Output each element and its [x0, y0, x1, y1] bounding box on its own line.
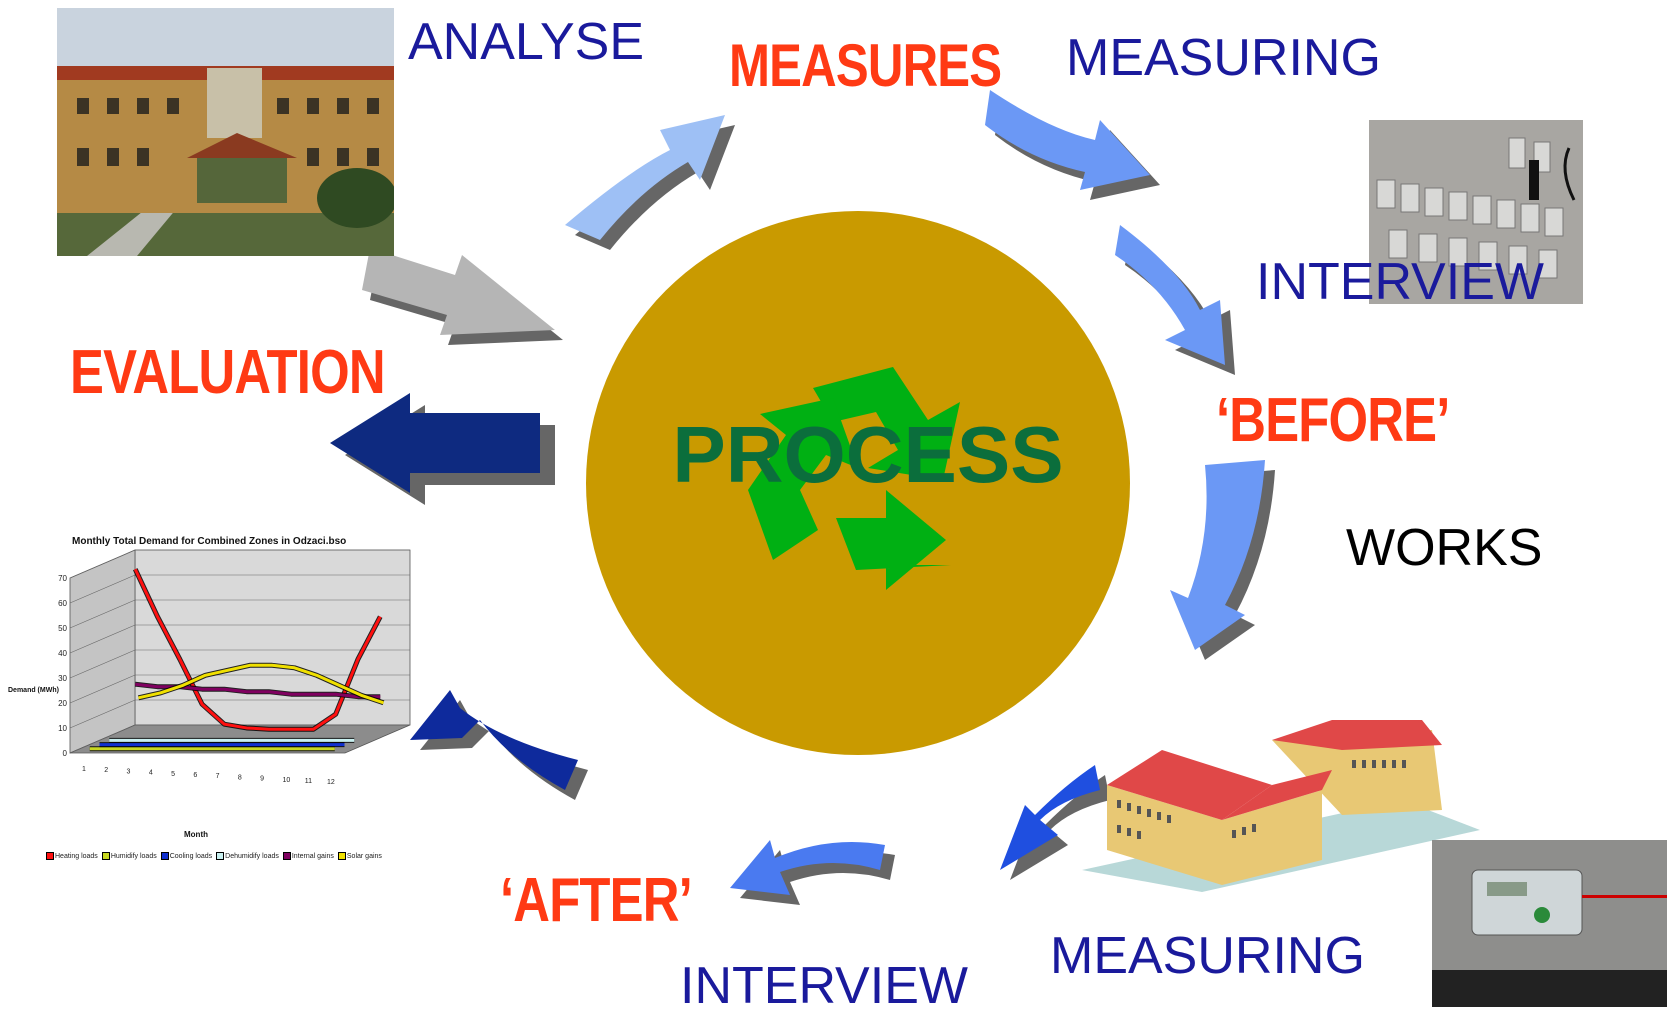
- legend-label: Cooling loads: [169, 852, 213, 860]
- chart-ytick-label: 20: [58, 699, 67, 708]
- legend-item: Cooling loads: [160, 852, 213, 860]
- label-interview-bottom: INTERVIEW: [680, 957, 968, 1015]
- label-before: ‘BEFORE’: [1216, 386, 1450, 455]
- chart-gridline: [69, 574, 410, 604]
- building-3d-model: [1082, 720, 1480, 892]
- chart-xlabel: Month: [184, 830, 208, 839]
- legend-swatch: [337, 852, 346, 860]
- chart-ylabel: Demand (MWh): [8, 687, 59, 694]
- chart-ytick-label: 50: [58, 624, 67, 633]
- chart-xtick-label: 3: [127, 768, 131, 775]
- chart-xtick-label: 12: [327, 779, 335, 786]
- process-label: PROCESS: [672, 410, 1063, 499]
- chart-xtick-label: 11: [305, 778, 312, 785]
- arrow-measuring-to-interview-bottom: [730, 840, 895, 905]
- chart-series-line: [133, 568, 382, 731]
- legend-swatch: [160, 852, 169, 860]
- legend-item: Internal gains: [282, 852, 334, 860]
- arrow-analyse-to-measures: [565, 115, 735, 250]
- legend-label: Internal gains: [291, 852, 334, 860]
- chart-gridline: [69, 599, 410, 629]
- chart-gridline: [69, 649, 410, 679]
- legend-label: Humidify loads: [110, 852, 157, 860]
- demand-chart: Monthly Total Demand for Combined Zones …: [0, 530, 420, 870]
- legend-swatch: [282, 852, 291, 860]
- label-interview-right: INTERVIEW: [1256, 253, 1544, 311]
- arrow-measuring-to-interview: [1115, 225, 1235, 375]
- chart-gridline: [69, 549, 410, 579]
- arrow-after-to-chart: [410, 690, 588, 800]
- chart-series-line: [138, 663, 384, 705]
- chart-xtick-label: 1: [82, 766, 86, 773]
- chart-legend: Heating loads Humidify loads Cooling loads…: [46, 852, 382, 860]
- chart-xtick-label: 7: [216, 773, 220, 780]
- label-measuring-bottom: MEASURING: [1050, 927, 1365, 985]
- label-analyse: ANALYSE: [408, 13, 645, 71]
- label-after: ‘AFTER’: [500, 866, 693, 935]
- chart-gridline: [69, 624, 410, 654]
- legend-item: Dehumidify loads: [216, 852, 279, 860]
- recycle-icon: [748, 367, 960, 590]
- arrow-before-to-works: [1170, 460, 1275, 660]
- heat-meter-photo: [1432, 840, 1667, 1007]
- label-works: WORKS: [1346, 519, 1543, 577]
- legend-label: Solar gains: [346, 852, 382, 860]
- chart-side-wall: [69, 549, 136, 754]
- process-circle: [586, 211, 1130, 755]
- chart-ytick-label: 40: [58, 649, 67, 658]
- chart-ytick-label: 30: [58, 674, 67, 683]
- label-evaluation: EVALUATION: [70, 338, 386, 407]
- building-photo: [57, 8, 394, 256]
- chart-ytick-label: 10: [58, 724, 67, 733]
- label-measuring-top: MEASURING: [1066, 29, 1381, 87]
- chart-title: Monthly Total Demand for Combined Zones …: [72, 536, 347, 547]
- chart-xtick-label: 9: [260, 776, 264, 783]
- meters-wall-photo: [1369, 120, 1583, 304]
- legend-item: Heating loads: [46, 852, 98, 860]
- chart-ytick-label: 60: [58, 599, 67, 608]
- legend-label: Dehumidify loads: [225, 852, 279, 860]
- legend-swatch: [101, 852, 110, 860]
- arrow-evaluation: [330, 393, 555, 505]
- chart-xtick-label: 10: [282, 777, 290, 784]
- legend-item: Solar gains: [337, 852, 382, 860]
- legend-label: Heating loads: [55, 852, 98, 860]
- legend-swatch: [46, 852, 54, 860]
- arrow-measures-to-measuring: [985, 90, 1160, 200]
- chart-ytick-label: 70: [58, 574, 67, 583]
- chart-ytick-label: 0: [63, 749, 68, 758]
- chart-xtick-label: 4: [149, 770, 153, 777]
- chart-gridline: [69, 699, 410, 729]
- chart-xtick-label: 5: [171, 771, 175, 778]
- chart-xtick-label: 6: [193, 772, 197, 779]
- chart-xtick-label: 8: [238, 774, 242, 781]
- legend-swatch: [216, 852, 225, 860]
- chart-xtick-label: 2: [104, 767, 108, 774]
- arrow-works-to-measuring: [1000, 765, 1110, 880]
- arrow-photo-to-analyse: [362, 248, 563, 345]
- legend-item: Humidify loads: [101, 852, 157, 860]
- label-measures: MEASURES: [729, 32, 1002, 99]
